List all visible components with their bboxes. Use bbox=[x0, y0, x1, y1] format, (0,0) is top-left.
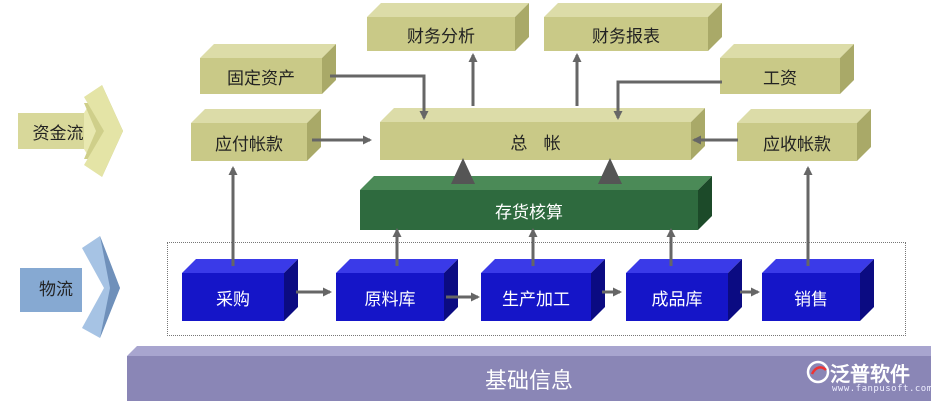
general-ledger-label: 总 帐 bbox=[380, 122, 691, 160]
purchase-box: 采购 bbox=[182, 259, 298, 321]
fixed-assets-box: 固定资产 bbox=[200, 44, 336, 94]
fanpu-logo-url: www.fanpusoft.com bbox=[832, 384, 931, 394]
capital-flow-arrow: 资金流 bbox=[18, 83, 123, 179]
accounts-receivable-box: 应收帐款 bbox=[737, 109, 871, 161]
raw-material-store-label: 原料库 bbox=[336, 273, 444, 321]
capital-flow-arrow-shape bbox=[18, 85, 123, 177]
wages-box: 工资 bbox=[720, 44, 854, 94]
wages-label: 工资 bbox=[720, 58, 840, 94]
financial-analysis-label: 财务分析 bbox=[367, 17, 515, 51]
financial-report-box: 财务报表 bbox=[544, 3, 722, 51]
general-ledger-box: 总 帐 bbox=[380, 108, 705, 160]
inventory-accounting-box: 存货核算 bbox=[360, 176, 712, 230]
sales-box: 销售 bbox=[762, 259, 874, 321]
material-flow-arrow: 物流 bbox=[20, 232, 120, 342]
inventory-to-ledger-triangle-left bbox=[451, 158, 475, 184]
inventory-to-ledger-triangle-right bbox=[598, 158, 622, 184]
base-info-bar: 基础信息 bbox=[127, 356, 931, 401]
capital-flow-label: 资金流 bbox=[32, 123, 84, 144]
wages-to-ledger-arrow bbox=[613, 80, 722, 120]
financial-analysis-box: 财务分析 bbox=[367, 3, 529, 51]
production-box: 生产加工 bbox=[481, 259, 605, 321]
fixed-assets-to-ledger-arrow bbox=[330, 74, 429, 120]
base-info-label: 基础信息 bbox=[484, 368, 573, 394]
sales-label: 销售 bbox=[762, 273, 860, 321]
base-bar-bevel bbox=[127, 346, 931, 356]
accounts-payable-box: 应付帐款 bbox=[191, 109, 321, 161]
production-label: 生产加工 bbox=[481, 273, 591, 321]
fanpu-logo-icon bbox=[806, 360, 830, 384]
fanpu-logo: 泛普软件 www.fanpusoft.com bbox=[804, 356, 931, 400]
material-flow-label: 物流 bbox=[39, 279, 73, 300]
accounts-receivable-label: 应收帐款 bbox=[737, 123, 857, 161]
purchase-label: 采购 bbox=[182, 273, 284, 321]
accounts-payable-label: 应付帐款 bbox=[191, 123, 307, 161]
finished-goods-store-label: 成品库 bbox=[626, 273, 728, 321]
fixed-assets-label: 固定资产 bbox=[200, 58, 322, 94]
financial-report-label: 财务报表 bbox=[544, 17, 708, 51]
inventory-accounting-label: 存货核算 bbox=[360, 190, 698, 230]
finished-goods-store-box: 成品库 bbox=[626, 259, 742, 321]
fanpu-logo-name: 泛普软件 bbox=[830, 362, 910, 386]
material-flow-frame bbox=[167, 242, 906, 336]
material-flow-arrow-shape bbox=[20, 236, 120, 338]
